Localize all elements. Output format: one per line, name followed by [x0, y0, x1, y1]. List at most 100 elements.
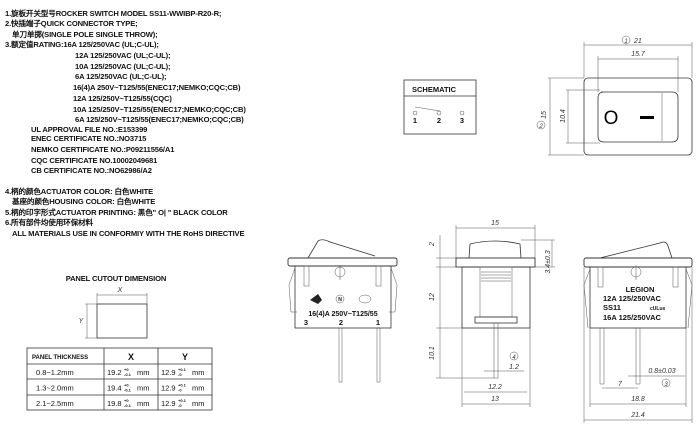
- table-cell: mm: [137, 399, 150, 408]
- spec-line: 3.额定值RATING:16A 125/250VAC (UL;C-UL);: [5, 39, 159, 49]
- spec-line: 6A 125/250VAC (UL;C-UL);: [75, 72, 166, 81]
- spec-line: 10A 125/250V~T125/55(ENEC17;NEMKO;CQC;CB…: [73, 105, 246, 114]
- terminal-label: 2: [339, 318, 343, 327]
- dim-inner-width: 15.7: [631, 51, 646, 58]
- dim-12-2: 12.2: [488, 384, 502, 391]
- table-cell: -0: [178, 372, 182, 377]
- y-label: Y: [79, 318, 85, 325]
- side-view: N 16(4)A 250V~T125/55 3 2 1: [287, 239, 398, 383]
- note-marker: 3: [664, 382, 668, 388]
- spec-line: 12A 125/250V~T125/55(CQC): [73, 94, 172, 103]
- rear-view: LEGION 12A 125/250VAC SS11 cULus 16A 125…: [583, 241, 693, 423]
- panel-cutout: PANEL CUTOUT DIMENSION X Y PANEL THICKNE…: [26, 274, 213, 411]
- table-cell: +0: [124, 367, 129, 372]
- dim-10-1: 10.1: [429, 346, 436, 360]
- dim-width: 21: [633, 38, 642, 45]
- table-cell: mm: [192, 399, 205, 408]
- off-symbol: [640, 116, 654, 119]
- spec-line: 6A 125/250V~T125/55(ENEC17;NEMKO;CQC;CB): [75, 115, 244, 124]
- spec-line: 6.所有部件均使用环保材料: [5, 217, 93, 227]
- dim-pin-thickness: 0.8±0.03: [648, 368, 675, 375]
- spec-line: 2.快插端子QUICK CONNECTOR TYPE;: [5, 18, 138, 28]
- dim-12: 12: [429, 293, 436, 301]
- dim-13: 13: [491, 396, 499, 403]
- note-marker: 1: [624, 39, 627, 45]
- table-cell: 12.9: [161, 384, 176, 393]
- spec-line: ALL MATERIALS USE IN CONFORMIY WITH THE …: [12, 229, 244, 238]
- dim-21-4: 21.4: [630, 412, 645, 419]
- top-view: O 1 21 15.7 2 15 10.4: [536, 35, 693, 156]
- table-cell: -0: [178, 388, 182, 393]
- table-cell: +0.1: [178, 383, 187, 388]
- table-cell: 2.1~2.5mm: [36, 399, 74, 408]
- spec-line: ENEC CERTIFICATE NO.:NO3715: [31, 134, 147, 143]
- enec-logo: [310, 294, 322, 304]
- spec-line: 1.旋板开关型号ROCKER SWITCH MODEL SS11-WWIBP-R…: [5, 8, 221, 18]
- dim-3-4: 3.4±0.3: [545, 250, 552, 273]
- side-marking: 16(4)A 250V~T125/55: [308, 311, 377, 318]
- schematic-title: SCHEMATIC: [412, 85, 457, 94]
- dim-pin-width: 1.2: [509, 364, 519, 371]
- table-header: PANEL THICKNESS: [32, 355, 88, 361]
- table-cell: -0.1: [124, 388, 132, 393]
- table-cell: 12.9: [161, 399, 176, 408]
- rating-label: 16A 125/250VAC: [603, 313, 662, 322]
- model-label: SS11: [603, 303, 621, 312]
- pin-label: 3: [460, 116, 464, 125]
- table-cell: +0: [124, 398, 129, 403]
- table-cell: 19.8: [107, 399, 122, 408]
- dim-2: 2: [429, 242, 436, 247]
- spec-line: 10A 125/250VAC (UL;C-UL);: [75, 62, 170, 71]
- dim-height: 15: [541, 111, 548, 119]
- spec-line: CQC CERTIFICATE NO.10002049681: [31, 156, 158, 165]
- note-marker: 2: [538, 124, 543, 130]
- spec-line: 12A 125/250VAC (UL;C-UL);: [75, 51, 170, 60]
- front-view: 15 2 12 10.1 3.4±0.3 4 1.2 12.2 13: [429, 220, 555, 407]
- table-cell: +0.1: [178, 367, 187, 372]
- table-cell: -0: [178, 403, 182, 408]
- dim-pitch: 7: [618, 381, 623, 388]
- cert-mark: cULus: [650, 306, 666, 312]
- table-cell: -0.1: [124, 403, 132, 408]
- table-cell: mm: [192, 384, 205, 393]
- spec-line: 单刀单掷(SINGLE POLE SINGLE THROW);: [12, 29, 158, 39]
- dim-18-8: 18.8: [631, 396, 645, 403]
- table-cell: 19.4: [107, 384, 122, 393]
- table-header: X: [128, 352, 134, 362]
- pin-label: 1: [413, 116, 417, 125]
- table-cell: mm: [192, 368, 205, 377]
- table-cell: mm: [137, 368, 150, 377]
- spec-text: 1.旋板开关型号ROCKER SWITCH MODEL SS11-WWIBP-R…: [5, 8, 246, 238]
- spec-line: CB CERTIFICATE NO.:NO62986/A2: [31, 166, 152, 175]
- table-cell: +0.1: [178, 398, 187, 403]
- table-cell: 12.9: [161, 368, 176, 377]
- table-cell: mm: [137, 384, 150, 393]
- on-symbol: O: [604, 108, 619, 129]
- thickness-table: PANEL THICKNESS X Y: [26, 347, 213, 411]
- table-cell: +0: [124, 383, 129, 388]
- table-cell: 1.3~2.0mm: [36, 384, 74, 393]
- spec-line: 基座的颜色HOUSING COLOR: 白色WHITE: [11, 196, 155, 206]
- table-cell: 19.2: [107, 368, 122, 377]
- dim-inner-height: 10.4: [560, 109, 567, 123]
- nemko-logo: N: [338, 297, 342, 303]
- cutout-rect: [96, 303, 148, 339]
- table-cell: -0.1: [124, 372, 132, 377]
- dim-actuator-width: 15: [491, 220, 499, 227]
- brand-label: LEGION: [626, 285, 655, 294]
- terminal-label: 3: [304, 318, 308, 327]
- schematic-box: SCHEMATIC 1 2 3: [403, 79, 477, 135]
- pin-label: 2: [437, 116, 441, 125]
- spec-line: 16(4)A 250V~T125/55(ENEC17;NEMKO;CQC;CB): [73, 83, 241, 92]
- spec-line: 5.柄的印字形式ACTUATOR PRINTING: 黑色" O| " BLAC…: [5, 207, 228, 217]
- rating-label: 12A 125/250VAC: [603, 294, 662, 303]
- spec-line: UL APPROVAL FILE NO.:E153399: [31, 125, 147, 134]
- panel-cutout-title: PANEL CUTOUT DIMENSION: [66, 274, 167, 283]
- spec-line: NEMKO CERTIFICATE NO.:P09211556/A1: [31, 145, 175, 154]
- table-cell: 0.8~1.2mm: [36, 368, 74, 377]
- cqc-logo: [358, 294, 372, 304]
- terminal-label: 1: [376, 318, 380, 327]
- x-label: X: [117, 287, 123, 294]
- note-marker: 4: [512, 355, 516, 361]
